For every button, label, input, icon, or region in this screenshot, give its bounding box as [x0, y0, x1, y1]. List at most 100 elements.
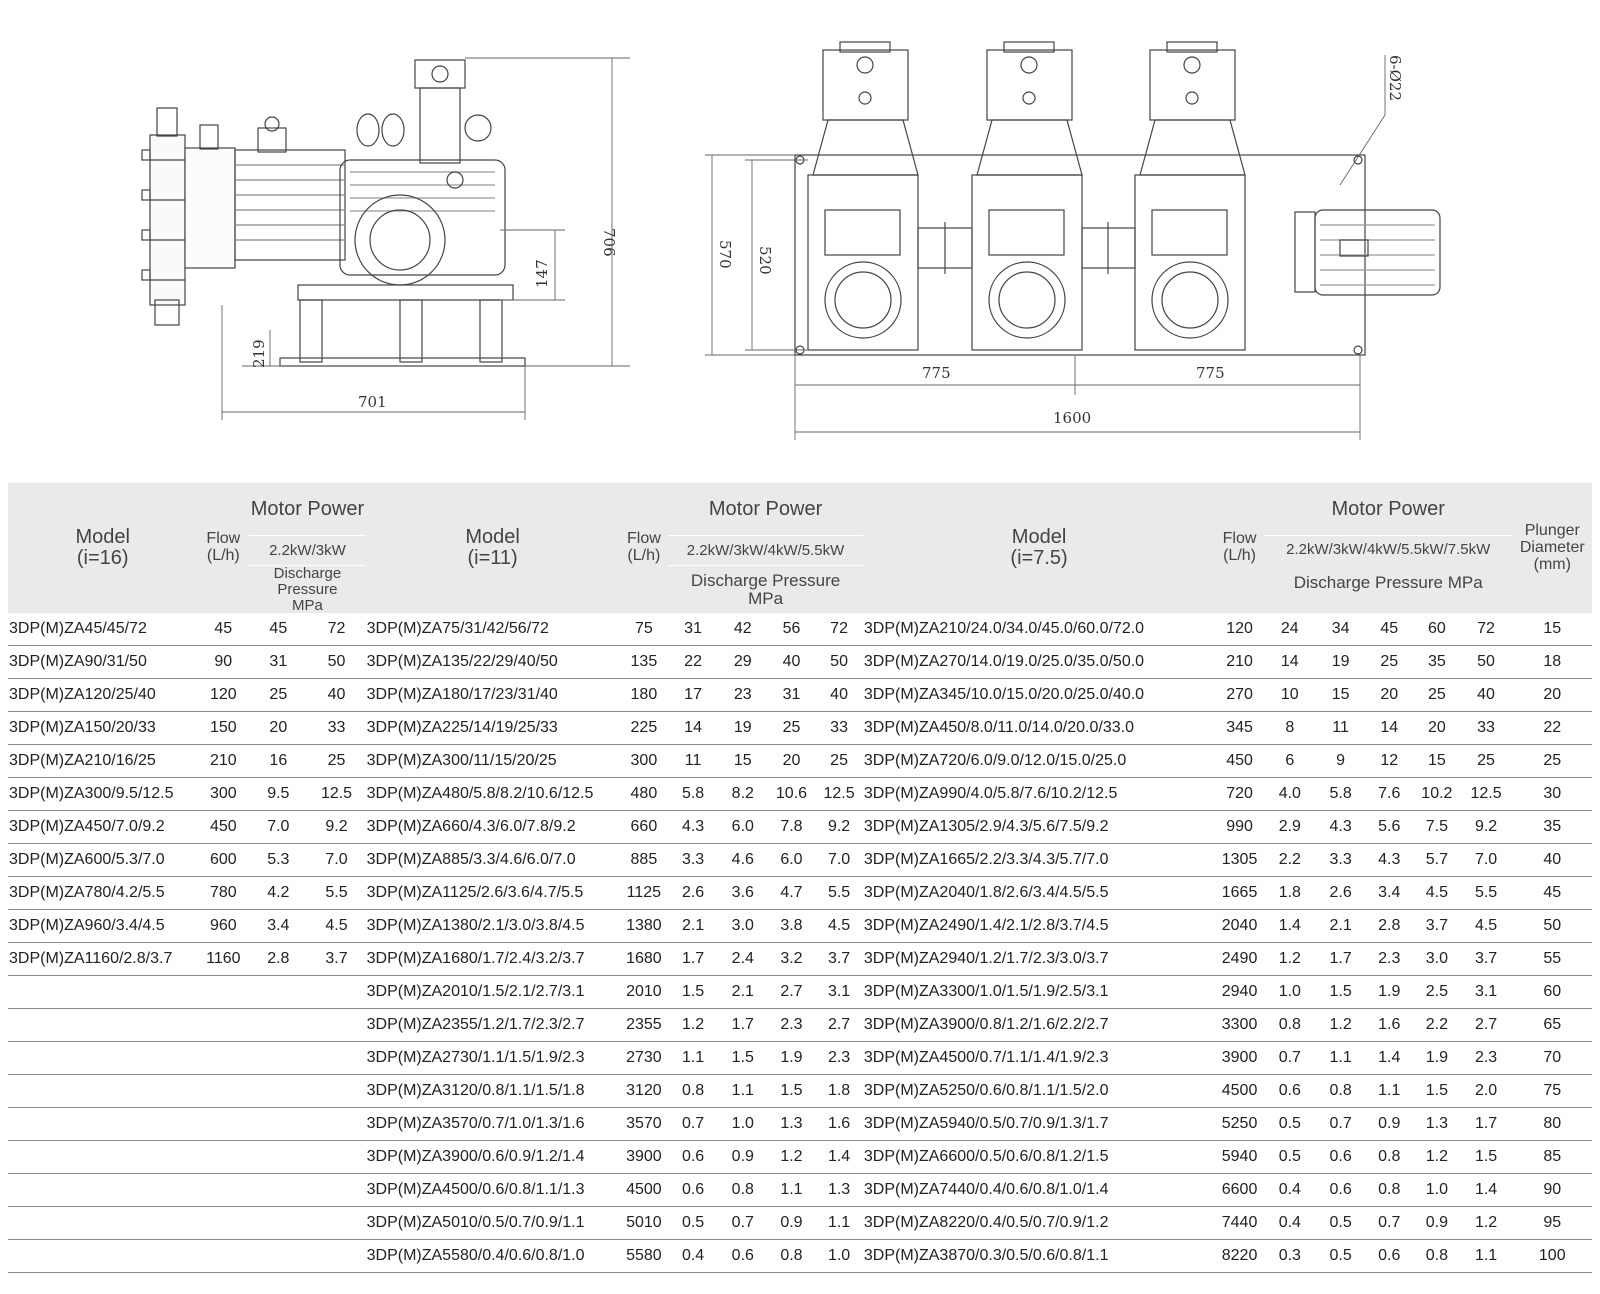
- pressure-cell: 2.8: [1365, 909, 1414, 944]
- pressure-cell: 12: [1365, 744, 1414, 779]
- pressure-cell: 1.7: [668, 942, 718, 977]
- model-header-i7-5: Model(i=7.5): [862, 483, 1216, 614]
- table-header: Model(i=16) Flow(L/h) Motor Power Model(…: [8, 483, 1592, 614]
- plunger-diameter-cell: 50: [1512, 909, 1592, 944]
- pressure-cell: 10: [1263, 678, 1316, 713]
- pressure-cell: 72: [307, 613, 366, 647]
- pressure-cell: 4.3: [1365, 843, 1414, 878]
- model-cell: [8, 1206, 198, 1241]
- pressure-cell: 14: [1365, 711, 1414, 746]
- pressure-cell: 0.4: [1263, 1206, 1316, 1241]
- model-cell: 3DP(M)ZA300/9.5/12.5: [8, 777, 198, 812]
- pressure-cell: 6.0: [717, 810, 768, 845]
- plunger-diameter-cell: 60: [1512, 975, 1592, 1010]
- pressure-cell: 4.5: [1460, 909, 1512, 944]
- flow-header-i16: Flow(L/h): [197, 483, 250, 614]
- pressure-cell: 25: [249, 678, 308, 713]
- model-cell: 3DP(M)ZA135/22/29/40/50: [365, 645, 620, 680]
- pressure-cell: 1.4: [1460, 1173, 1512, 1208]
- pressure-cell: 40: [307, 678, 366, 713]
- pressure-cell: 3.8: [767, 909, 816, 944]
- model-cell: 3DP(M)ZA885/3.3/4.6/6.0/7.0: [365, 843, 620, 878]
- model-cell: 3DP(M)ZA1680/1.7/2.4/3.2/3.7: [365, 942, 620, 977]
- pressure-cell: 25: [1365, 645, 1414, 680]
- motor-power-header-i7-5: Motor Power: [1263, 483, 1513, 536]
- flow-cell: 3570: [619, 1107, 669, 1142]
- flow-cell: 600: [197, 843, 250, 878]
- pressure-cell: 60: [1413, 613, 1461, 647]
- pressure-cell: 35: [1413, 645, 1461, 680]
- pressure-cell: 0.6: [1315, 1140, 1366, 1175]
- pressure-cell: 2.6: [1315, 876, 1366, 911]
- dim-bolt-holes: 6-Ø22: [1386, 55, 1404, 101]
- pressure-cell: 4.7: [767, 876, 816, 911]
- spec-table: Model(i=16) Flow(L/h) Motor Power Model(…: [8, 483, 1592, 1274]
- pressure-cell: 1.3: [1413, 1107, 1461, 1142]
- pressure-cell: 0.6: [1315, 1173, 1366, 1208]
- flow-cell: 450: [1215, 744, 1264, 779]
- pressure-cell: 0.5: [1263, 1140, 1316, 1175]
- pressure-cell: 3.3: [668, 843, 718, 878]
- model-cell: 3DP(M)ZA8220/0.4/0.5/0.7/0.9/1.2: [862, 1206, 1216, 1241]
- flow-cell: 4500: [619, 1173, 669, 1208]
- plunger-diameter-cell: 75: [1512, 1074, 1592, 1109]
- pressure-cell: 0.4: [1263, 1173, 1316, 1208]
- motor-power-header-i11: Motor Power: [668, 483, 863, 536]
- pressure-cell: 0.5: [1263, 1107, 1316, 1142]
- pressure-cell: 23: [717, 678, 768, 713]
- pressure-cell: 1.1: [668, 1041, 718, 1076]
- pressure-cell: 14: [668, 711, 718, 746]
- pressure-cell: 2.3: [1460, 1041, 1512, 1076]
- pressure-cell: 31: [249, 645, 308, 680]
- pressure-cell: 0.7: [1365, 1206, 1414, 1241]
- pressure-cell: 5.8: [668, 777, 718, 812]
- flow-cell: 6600: [1215, 1173, 1264, 1208]
- pressure-cell: 45: [249, 613, 308, 647]
- pressure-cell: 0.6: [1365, 1239, 1414, 1274]
- top-view-drawing: 570 520 775 775 1600 6-Ø22: [705, 41, 1441, 440]
- pressure-cell: 1.2: [1315, 1008, 1366, 1043]
- flow-cell: 450: [197, 810, 250, 845]
- pressure-cell: 1.6: [815, 1107, 863, 1142]
- plunger-diameter-cell: 40: [1512, 843, 1592, 878]
- pressure-cell: 0.8: [1263, 1008, 1316, 1043]
- pressure-cell: 1.2: [1263, 942, 1316, 977]
- spacer-cell: [1511, 1074, 1513, 1109]
- flow-cell: 2730: [619, 1041, 669, 1076]
- pressure-cell: 20: [1413, 711, 1461, 746]
- pressure-cell: 33: [815, 711, 863, 746]
- spacer-cell: [1511, 876, 1513, 911]
- pressure-cell: 4.5: [815, 909, 863, 944]
- model-cell: 3DP(M)ZA3900/0.6/0.9/1.2/1.4: [365, 1140, 620, 1175]
- pressure-cell: 0.6: [1263, 1074, 1316, 1109]
- pressure-cell: 15: [1315, 678, 1366, 713]
- flow-cell: 5580: [619, 1239, 669, 1274]
- flow-cell: 210: [1215, 645, 1264, 680]
- pressure-cell: 1.1: [1315, 1041, 1366, 1076]
- pressure-cell: 33: [1460, 711, 1512, 746]
- flow-cell: [197, 1074, 250, 1109]
- pressure-cell: 25: [815, 744, 863, 779]
- motor-power-header-i16: Motor Power: [249, 483, 366, 536]
- pressure-cell: 1.5: [1315, 975, 1366, 1010]
- model-cell: 3DP(M)ZA210/24.0/34.0/45.0/60.0/72.0: [862, 613, 1216, 647]
- pressure-cell: 0.5: [1315, 1206, 1366, 1241]
- flow-cell: 780: [197, 876, 250, 911]
- pressure-cell: 1.7: [1460, 1107, 1512, 1142]
- flow-cell: 90: [197, 645, 250, 680]
- pressure-cell: 9.5: [249, 777, 308, 812]
- pressure-cell: [249, 1008, 308, 1043]
- pressure-cell: 40: [767, 645, 816, 680]
- pressure-cell: 6: [1263, 744, 1316, 779]
- pressure-cell: 0.3: [1263, 1239, 1316, 1274]
- pressure-cell: 0.6: [668, 1140, 718, 1175]
- flow-cell: 1380: [619, 909, 669, 944]
- pressure-cell: 0.6: [717, 1239, 768, 1274]
- pressure-cell: 0.7: [668, 1107, 718, 1142]
- pressure-cell: 1.7: [1315, 942, 1366, 977]
